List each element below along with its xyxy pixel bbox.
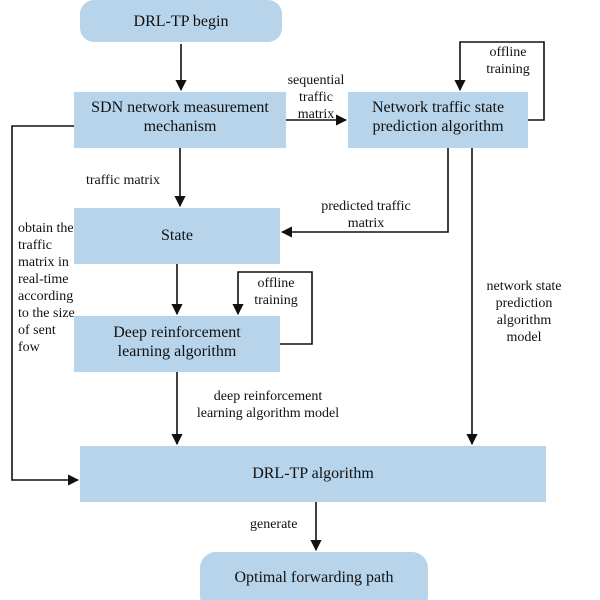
node-state: State (74, 208, 280, 264)
text-line: offline (257, 276, 294, 291)
node-state-text: State (161, 227, 193, 244)
text-line: algorithm (497, 313, 552, 328)
edge-sdn-realtime-to-drltp (11, 125, 80, 486)
text-line: learning algorithm model (197, 406, 339, 421)
text-line: prediction (496, 296, 553, 311)
text-line: prediction algorithm (372, 118, 504, 135)
text-line: traffic matrix (86, 173, 160, 188)
text-line: model (507, 330, 542, 345)
edge-prediction-to-state (280, 148, 449, 238)
edge-offline-loop-mid (232, 271, 313, 345)
text-line: of sent (18, 323, 56, 338)
text-line: traffic (299, 90, 333, 105)
node-drl-tp-begin: DRL-TP begin (80, 0, 282, 42)
text-line: matrix (348, 216, 385, 231)
node-sdn-measurement-text: SDN network measurement mechanism (91, 99, 269, 135)
node-traffic-prediction: Network traffic state prediction algorith… (348, 92, 528, 148)
node-traffic-prediction-text: Network traffic state prediction algorith… (372, 99, 504, 135)
text-line: learning algorithm (118, 343, 237, 360)
text-line: generate (250, 517, 297, 532)
text-line: Optimal forwarding path (234, 569, 393, 586)
label-offline-training-mid: offline training (254, 276, 298, 308)
text-line: matrix (298, 107, 335, 122)
text-line: to the size (18, 306, 75, 321)
text-line: State (161, 227, 193, 244)
label-generate: generate (250, 517, 297, 532)
node-optimal-path: Optimal forwarding path (200, 552, 428, 600)
text-line: training (486, 62, 530, 77)
label-predicted-traffic-matrix: predicted traffic matrix (321, 199, 411, 231)
text-line: SDN network measurement (91, 99, 269, 116)
node-deep-rl: Deep reinforcement learning algorithm (74, 316, 280, 372)
text-line: Deep reinforcement (113, 324, 241, 341)
text-line: mechanism (144, 118, 217, 135)
node-drl-tp-algorithm-text: DRL-TP algorithm (252, 465, 374, 482)
node-drl-tp-algorithm: DRL-TP algorithm (80, 446, 546, 502)
node-optimal-path-text: Optimal forwarding path (234, 569, 393, 586)
text-line: DRL-TP begin (134, 13, 229, 30)
label-traffic-matrix: traffic matrix (86, 173, 160, 188)
text-line: sequential (288, 73, 345, 88)
text-line: DRL-TP algorithm (252, 465, 374, 482)
label-network-state-prediction-model: network state prediction algorithm model (486, 279, 561, 345)
text-line: network state (486, 279, 561, 294)
text-line: fow (18, 340, 41, 355)
text-line: obtain the (18, 221, 74, 236)
text-line: predicted traffic (321, 199, 411, 214)
label-obtain-realtime: obtain the traffic matrix in real-time accor… (18, 221, 75, 355)
text-line: deep reinforcement (214, 389, 323, 404)
text-line: offline (489, 45, 526, 60)
label-drl-model: deep reinforcement learning algorithm mod… (197, 389, 339, 421)
text-line: Network traffic state (372, 99, 504, 116)
node-deep-rl-text: Deep reinforcement learning algorithm (113, 324, 241, 360)
text-line: real-time (18, 272, 69, 287)
node-drl-tp-begin-text: DRL-TP begin (134, 13, 229, 30)
node-sdn-measurement: SDN network measurement mechanism (74, 92, 286, 148)
text-line: traffic (18, 238, 52, 253)
text-line: matrix in (18, 255, 69, 270)
edge-offline-loop-top (454, 41, 545, 121)
text-line: training (254, 293, 298, 308)
label-sequential-traffic-matrix: sequential traffic matrix (288, 73, 345, 122)
text-line: according (18, 289, 73, 304)
label-offline-training-top: offline training (486, 45, 530, 77)
